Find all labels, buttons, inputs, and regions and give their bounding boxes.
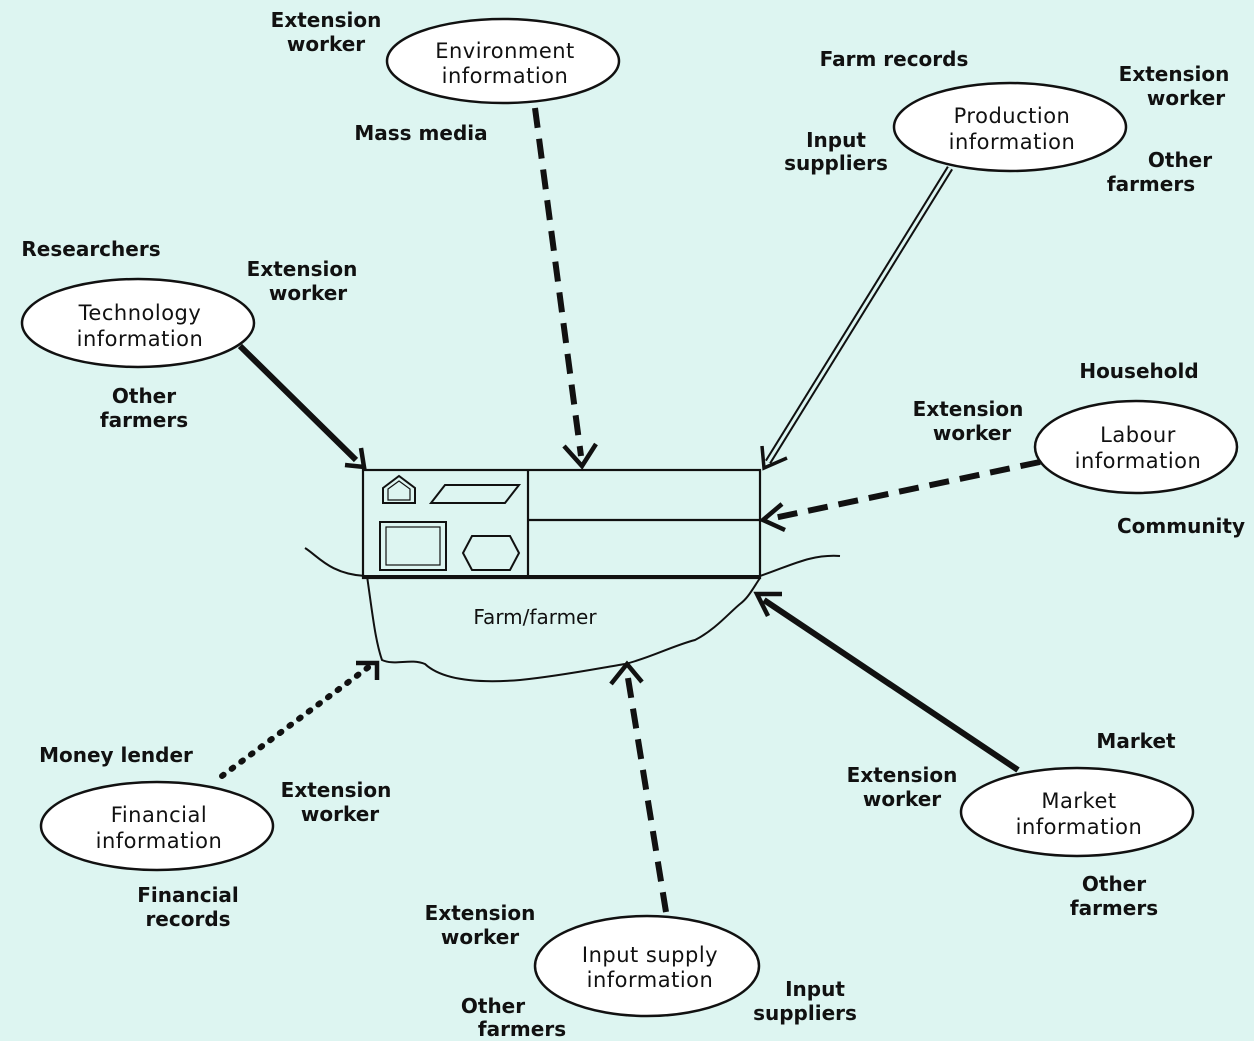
financial-label-line2: information [96, 829, 223, 853]
tech-source-extension-1: Extension [247, 257, 358, 281]
env-source-extension-2: worker [287, 32, 365, 56]
mkt-source-extension-1: Extension [847, 763, 958, 787]
financial-label-line1: Financial [111, 803, 207, 827]
technology-label-line1: Technology [78, 301, 202, 325]
barn-icon [379, 521, 447, 571]
fin-source-records-2: records [145, 907, 230, 931]
tech-source-other-2: farmers [100, 408, 188, 432]
prod-source-farm-records: Farm records [820, 47, 969, 71]
tech-source-extension-2: worker [269, 281, 347, 305]
farm-plot-outline [366, 575, 761, 683]
field-icon [428, 484, 522, 504]
fin-source-extension-2: worker [301, 802, 379, 826]
labour-label-line2: information [1075, 449, 1202, 473]
prod-source-extension-1: Extension [1119, 62, 1230, 86]
barn-icon-inner [385, 526, 441, 566]
production-arrow [760, 166, 953, 471]
inp-source-other-2: farmers [478, 1017, 566, 1041]
production-label-line2: information [949, 130, 1076, 154]
input-supply-node: Input supply information [533, 914, 761, 1018]
market-label-line2: information [1016, 815, 1143, 839]
farm-table [361, 468, 762, 580]
labour-label-line1: Labour [1100, 423, 1176, 447]
financial-arrow [219, 660, 380, 779]
inp-source-extension-2: worker [441, 925, 519, 949]
input-supply-label-line2: information [587, 968, 714, 992]
input-supply-arrow [609, 660, 669, 913]
mkt-source-extension-2: worker [863, 787, 941, 811]
fin-source-extension-1: Extension [281, 778, 392, 802]
prod-source-input-1: Input [806, 128, 866, 152]
farm-label: Farm/farmer [473, 605, 597, 629]
labour-node: Labour information [1033, 399, 1239, 495]
inp-source-suppliers-1: Input [785, 977, 845, 1001]
lab-source-extension-1: Extension [913, 397, 1024, 421]
env-source-mass-media: Mass media [354, 121, 487, 145]
tech-source-other-1: Other [112, 384, 176, 408]
env-source-extension-1: Extension [271, 8, 382, 32]
lab-source-extension-2: worker [933, 421, 1011, 445]
farm-figure: Farm/farmer [304, 468, 841, 683]
technology-label-line2: information [77, 327, 204, 351]
financial-node: Financial information [39, 780, 275, 872]
environment-label-line2: information [442, 64, 569, 88]
lab-source-household: Household [1079, 359, 1198, 383]
prod-source-other-1: Other [1148, 148, 1212, 172]
market-node: Market information [959, 766, 1195, 858]
prod-source-extension-2: worker [1147, 86, 1225, 110]
inp-source-suppliers-2: suppliers [753, 1001, 857, 1025]
prod-source-other-2: farmers [1107, 172, 1195, 196]
environment-arrow [532, 107, 598, 470]
house-icon-inner [387, 480, 411, 501]
fin-source-money-lender: Money lender [39, 743, 193, 767]
technology-arrow [237, 343, 367, 470]
labour-arrow [758, 459, 1041, 533]
environment-label-line1: Environment [435, 39, 575, 63]
prod-source-input-2: suppliers [784, 151, 888, 175]
mkt-source-other-1: Other [1082, 872, 1146, 896]
market-arrow [753, 591, 1020, 773]
fin-source-records-1: Financial [137, 883, 239, 907]
production-node: Production information [892, 81, 1128, 173]
inp-source-extension-1: Extension [425, 901, 536, 925]
market-label-line1: Market [1041, 789, 1116, 813]
environment-node: Environment information [385, 17, 621, 105]
lab-source-community: Community [1117, 514, 1245, 538]
technology-node: Technology information [20, 277, 256, 369]
input-supply-label-line1: Input supply [582, 943, 718, 967]
mkt-source-other-2: farmers [1070, 896, 1158, 920]
tech-source-researchers: Researchers [21, 237, 160, 261]
inp-source-other-1: Other [461, 994, 525, 1018]
hexagon-icon [461, 535, 521, 571]
house-icon [382, 474, 416, 504]
production-label-line1: Production [954, 104, 1071, 128]
mkt-source-market: Market [1096, 729, 1176, 753]
